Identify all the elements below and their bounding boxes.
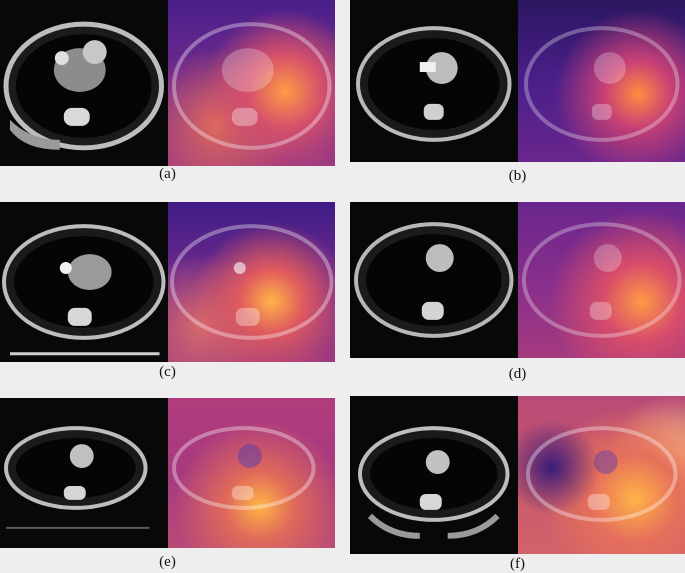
panel-f: (f): [350, 396, 685, 572]
image-pair-b: [350, 0, 685, 162]
ct-scan-image-f: [350, 396, 518, 554]
image-pair-f: [350, 396, 685, 554]
heatmap-image-d: [517, 202, 685, 358]
ct-scan-image-a: [0, 0, 168, 166]
image-pair-a: [0, 0, 335, 166]
ct-overlay-d: [521, 222, 682, 338]
ct-scan-image-c: [0, 202, 168, 362]
caption-f: (f): [510, 556, 525, 572]
image-pair-d: [350, 202, 685, 358]
heatmap-image-c: [167, 202, 335, 362]
image-pair-e: [0, 398, 335, 548]
caption-e: (e): [159, 554, 176, 570]
panel-e: (e): [0, 398, 335, 570]
ct-overlay-e: [171, 426, 316, 510]
ct-overlay-c: [169, 224, 334, 340]
caption-c: (c): [159, 364, 176, 380]
heatmap-image-a: [167, 0, 335, 166]
panel-c: (c): [0, 202, 335, 380]
panel-b: (b): [350, 0, 685, 184]
ct-overlay-f: [525, 426, 678, 522]
heatmap-image-b: [517, 0, 685, 162]
image-pair-c: [0, 202, 335, 362]
ct-scan-graphic-d: [353, 222, 514, 338]
caption-d: (d): [508, 366, 527, 382]
heatmap-image-f: [517, 396, 685, 554]
ct-scan-graphic-c: [1, 224, 166, 356]
ct-scan-image-d: [350, 202, 518, 358]
ct-scan-graphic-b: [355, 26, 512, 142]
ct-overlay-a: [171, 22, 332, 150]
ct-scan-image-b: [350, 0, 518, 162]
caption-b: (b): [508, 168, 527, 184]
panel-a: (a): [0, 0, 335, 182]
ct-overlay-b: [523, 26, 680, 142]
caption-a: (a): [159, 166, 176, 182]
heatmap-image-e: [167, 398, 335, 548]
ct-scan-image-e: [0, 398, 168, 548]
panel-d: (d): [350, 202, 685, 382]
ct-scan-graphic-a: [3, 21, 165, 151]
ct-scan-graphic-f: [357, 426, 510, 539]
ct-scan-graphic-e: [3, 426, 150, 529]
